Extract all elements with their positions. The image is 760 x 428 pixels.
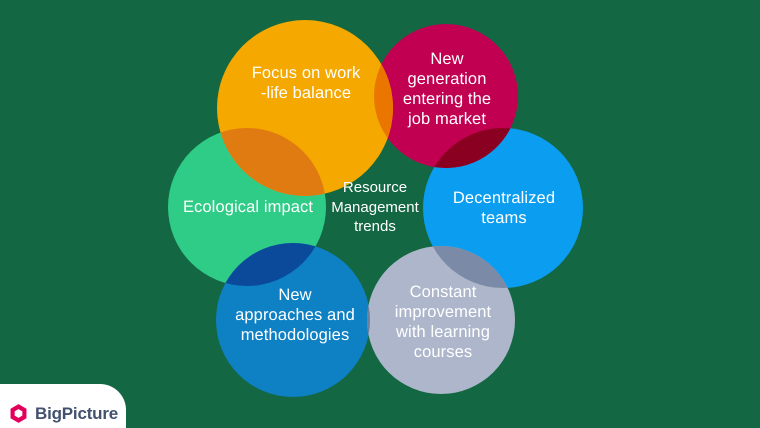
logo-text: BigPicture — [35, 403, 119, 423]
overlap-green-blue — [216, 243, 326, 286]
overlap-orange-green — [217, 128, 326, 196]
circle-decentralized-teams — [423, 128, 583, 288]
logo-plate: BigPicture — [0, 384, 126, 428]
hexagon-ring-icon — [10, 403, 27, 423]
overlap-gray-cyan — [423, 246, 515, 288]
